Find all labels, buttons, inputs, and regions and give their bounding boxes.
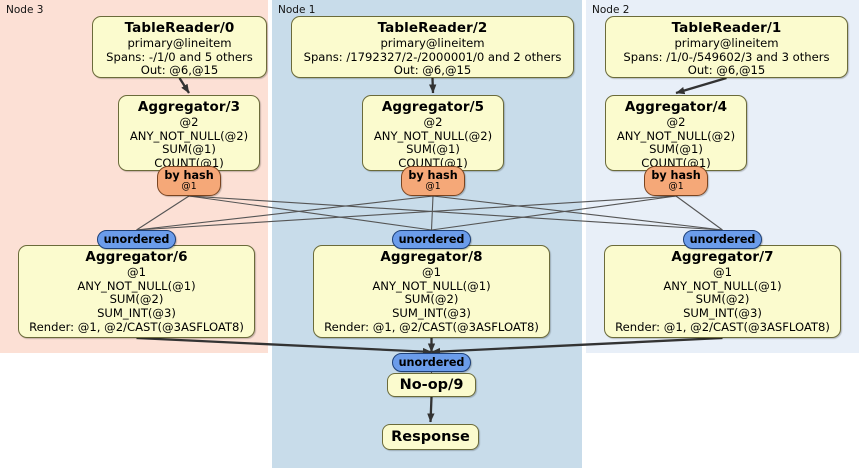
- node-title: Aggregator/5: [381, 99, 485, 115]
- response-node[interactable]: Response: [382, 424, 479, 450]
- node-detail-line: Spans: -/1/0 and 5 others: [106, 49, 253, 64]
- node-detail-line: @1: [127, 264, 146, 279]
- node-detail-line: @2: [666, 114, 686, 129]
- node-detail-line: @1: [422, 264, 441, 279]
- no-op-node[interactable]: No-op/9: [387, 373, 476, 397]
- node-detail-line: ANY_NOT_NULL(@2): [373, 128, 493, 143]
- node-detail-line: Render: @1, @2/CAST(@3ASFLOAT8): [29, 319, 244, 334]
- node-detail-line: ANY_NOT_NULL(@1): [77, 278, 196, 293]
- node-detail-line: ANY_NOT_NULL(@2): [616, 128, 736, 143]
- node-detail-line: Out: @6,@15: [140, 63, 219, 78]
- hash-router-label: by hash: [164, 169, 214, 182]
- node-title: Aggregator/7: [671, 249, 774, 265]
- unordered-synchronizer-final[interactable]: unordered: [392, 353, 471, 372]
- panel-label-node3: Node 3: [6, 4, 44, 16]
- node-detail-line: SUM(@1): [162, 142, 216, 157]
- panel-label-node1: Node 1: [278, 4, 316, 16]
- node-title: TableReader/0: [124, 20, 235, 36]
- unordered-synchronizer-un6[interactable]: unordered: [97, 230, 176, 249]
- panel-label-node2: Node 2: [592, 4, 630, 16]
- node-detail-line: Out: @6,@15: [687, 63, 766, 78]
- hash-router-column: @1: [668, 180, 684, 192]
- node-title: TableReader/1: [671, 20, 782, 36]
- node-detail-line: Spans: /1792327/2-/2000001/0 and 2 other…: [303, 49, 562, 64]
- node-detail-line: SUM(@2): [109, 292, 164, 307]
- hash-router-column: @1: [425, 180, 441, 192]
- node-title: TableReader/2: [377, 20, 488, 36]
- node-title: Aggregator/4: [624, 99, 728, 115]
- node-detail-line: primary@lineitem: [380, 35, 485, 50]
- node-detail-line: @2: [179, 114, 199, 129]
- node-detail-line: SUM(@1): [649, 142, 703, 157]
- node-detail-line: Render: @1, @2/CAST(@3ASFLOAT8): [324, 319, 539, 334]
- node-detail-line: SUM_INT(@3): [392, 305, 471, 320]
- node-detail-line: @1: [713, 264, 732, 279]
- node-detail-line: SUM_INT(@3): [97, 305, 176, 320]
- node-title: Aggregator/8: [380, 249, 483, 265]
- node-detail-line: Spans: /1/0-/549602/3 and 3 others: [623, 49, 830, 64]
- node-detail-line: ANY_NOT_NULL(@1): [663, 278, 782, 293]
- unordered-synchronizer-un7[interactable]: unordered: [683, 230, 762, 249]
- node-title: Aggregator/6: [85, 249, 188, 265]
- node-detail-line: ANY_NOT_NULL(@2): [129, 128, 249, 143]
- node-detail-line: Render: @1, @2/CAST(@3ASFLOAT8): [615, 319, 830, 334]
- hash-router-hash3[interactable]: by hash@1: [157, 166, 221, 196]
- hash-router-label: by hash: [408, 169, 458, 182]
- node-detail-line: primary@lineitem: [674, 35, 779, 50]
- hash-router-hash5[interactable]: by hash@1: [401, 166, 465, 196]
- unordered-synchronizer-un8[interactable]: unordered: [392, 230, 471, 249]
- node-detail-line: ANY_NOT_NULL(@1): [372, 278, 491, 293]
- hash-router-label: by hash: [651, 169, 701, 182]
- node-detail-line: primary@lineitem: [127, 35, 232, 50]
- node-title: Aggregator/3: [137, 99, 241, 115]
- node-detail-line: SUM(@2): [695, 292, 750, 307]
- node-detail-line: @2: [423, 114, 443, 129]
- node-detail-line: SUM_INT(@3): [683, 305, 762, 320]
- hash-router-column: @1: [181, 180, 197, 192]
- hash-router-hash4[interactable]: by hash@1: [644, 166, 708, 196]
- node-detail-line: Out: @6,@15: [393, 63, 472, 78]
- node-detail-line: SUM(@1): [406, 142, 460, 157]
- node-detail-line: SUM(@2): [404, 292, 459, 307]
